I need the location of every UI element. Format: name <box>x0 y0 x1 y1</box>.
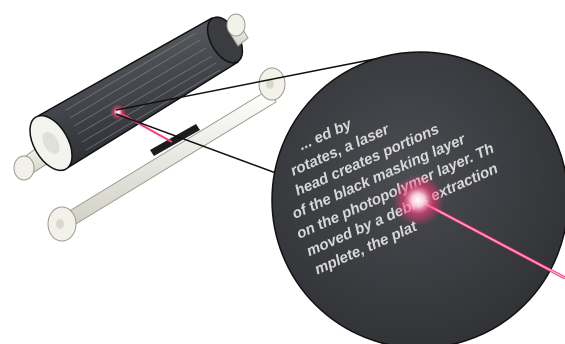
printing-drum <box>21 11 249 177</box>
laser-spot-glow <box>392 174 444 226</box>
